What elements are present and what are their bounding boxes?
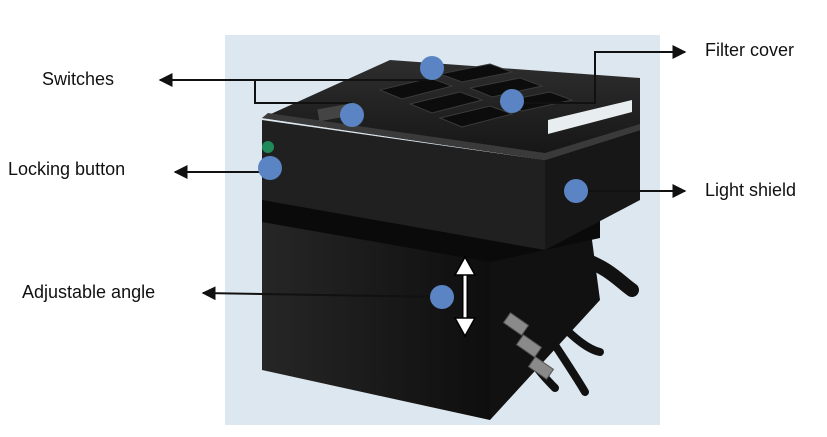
metal-connectors: [502, 312, 555, 380]
marker-switch-1: [420, 56, 444, 80]
switches-bracket: [254, 80, 352, 104]
device-lid: [262, 60, 640, 160]
marker-filter-cover: [500, 89, 524, 113]
leader-lines: [158, 45, 687, 301]
label-adjustable-angle: Adjustable angle: [22, 282, 156, 302]
marker-light-shield: [564, 179, 588, 203]
device-housing-front: [262, 120, 545, 250]
filter-cover-grid: [378, 63, 574, 128]
device-illustration: [262, 60, 640, 420]
marker-locking-button: [258, 156, 282, 180]
light-shield-strip: [548, 100, 632, 134]
lid-rim: [262, 113, 640, 160]
adjustable-angle-arrow: [201, 286, 443, 301]
double-headed-arrow-icon: [453, 255, 477, 338]
marker-switch-2: [340, 103, 364, 127]
markers: [258, 56, 588, 309]
device-base: [262, 200, 490, 420]
label-filter-cover: Filter cover: [705, 40, 795, 60]
filter-cover-arrow: [512, 45, 687, 104]
locking-button-green: [262, 141, 274, 153]
label-light-shield: Light shield: [705, 180, 797, 200]
label-switches: Switches: [42, 69, 115, 89]
marker-adjustable-angle: [430, 285, 454, 309]
label-locking-button: Locking button: [8, 159, 126, 179]
device-base-right: [490, 225, 600, 420]
